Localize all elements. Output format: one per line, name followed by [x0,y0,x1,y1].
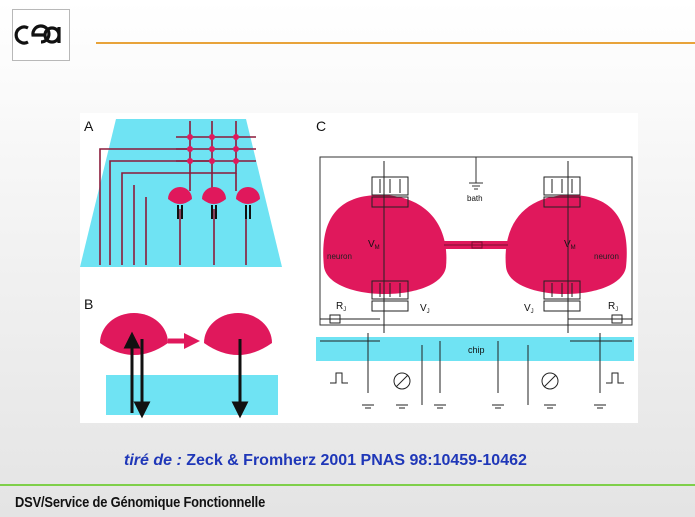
rj-left-label: R [336,301,343,312]
svg-text:RJ: RJ [608,301,618,313]
footer-rule [0,484,695,486]
chip-grounds [362,404,606,409]
membrane-circuits [320,161,632,333]
panel-b-substrate [106,375,278,415]
bath-ground [469,182,483,190]
header-rule [96,42,695,44]
svg-text:VM: VM [368,239,380,251]
neuron-right [505,195,627,294]
neuron-chip-diagram: A [80,118,634,419]
chip-label: chip [468,345,485,355]
vj-right-label: V [524,303,531,314]
cea-logo-mark: cea [14,19,68,51]
panel-a-junctions [187,134,239,164]
panel-b-neuron-right [204,313,272,355]
rj-right-sub: J [615,307,618,313]
cea-logo: cea [12,9,70,61]
panel-label-b: B [84,296,93,312]
vm-left-sub: M [375,245,380,251]
rj-left-sub: J [343,307,346,313]
vm-left-label: V [368,239,375,250]
svg-text:RJ: RJ [336,301,346,313]
svg-text:VJ: VJ [524,303,534,315]
vj-right-sub: J [531,309,534,315]
svg-text:VJ: VJ [420,303,430,315]
chip-circuits [320,333,632,405]
vj-left-sub: J [427,309,430,315]
panel-label-a: A [84,118,94,134]
neuron-right-label: neuron [594,252,619,261]
neuron-left-label: neuron [327,252,352,261]
figure-panel: A [80,113,638,423]
panel-label-c: C [316,118,326,134]
panel-a-arrows [177,205,251,219]
bridge-resistor [471,241,483,249]
neuron-left [323,195,447,294]
vm-right-sub: M [571,245,576,251]
panel-a-neurons [168,187,260,204]
panel-b-arrows [123,331,249,419]
logo-text: cea [41,47,45,49]
rj-right-label: R [608,301,615,312]
panel-b-neuron-left [100,313,168,355]
citation-lead: tiré de : [124,452,182,469]
footer-department: DSV/Service de Génomique Fonctionnelle [15,494,266,511]
citation: tiré de : Zeck & Fromherz 2001 PNAS 98:1… [124,452,527,470]
citation-reference: Zeck & Fromherz 2001 PNAS 98:10459-10462 [186,452,527,469]
vj-left-label: V [420,303,427,314]
bath-label: bath [467,194,483,203]
panel-b-synapse-arrow [184,333,200,349]
